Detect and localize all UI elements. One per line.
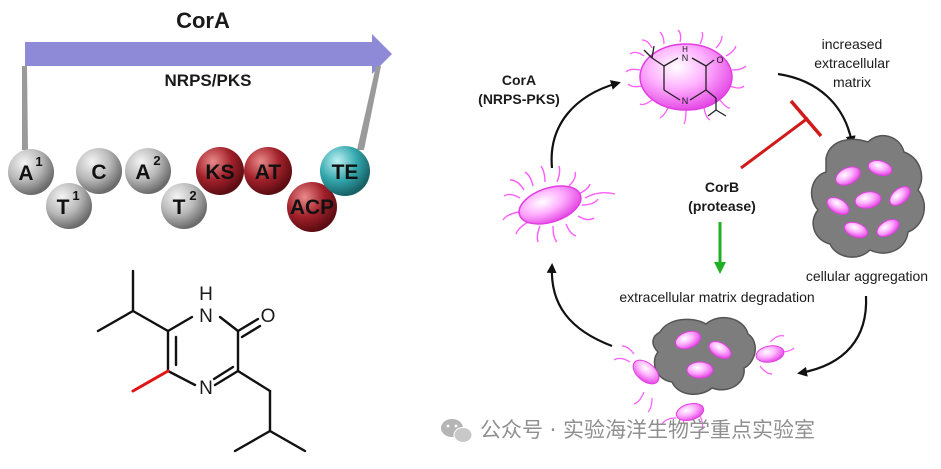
svg-text:H: H <box>682 45 688 54</box>
svg-text:KS: KS <box>205 161 234 184</box>
svg-text:C: C <box>91 161 106 184</box>
svg-text:1: 1 <box>35 154 42 169</box>
svg-text:2: 2 <box>189 188 196 203</box>
svg-text:A: A <box>135 161 150 184</box>
cora-label-line1: CorA <box>502 72 536 88</box>
matrix-label-line3: matrix <box>833 74 871 90</box>
molecule-cell: N H N O <box>625 29 747 125</box>
svg-text:AT: AT <box>255 161 282 184</box>
arrow-label: NRPS/PKS <box>165 71 252 90</box>
connector-right <box>357 66 381 150</box>
atom-h: H <box>199 284 213 305</box>
corb-label-line1: CorB <box>705 179 739 195</box>
svg-text:A: A <box>18 162 33 185</box>
svg-text:T: T <box>173 196 186 219</box>
svg-text:N: N <box>682 53 689 63</box>
domain-c: C <box>76 148 122 194</box>
domain-t1: T 1 <box>46 183 92 229</box>
module-title: CorA <box>176 8 230 33</box>
degradation-cells <box>613 316 795 431</box>
domain-te: TE <box>320 146 370 196</box>
cell-aggregate <box>810 134 926 258</box>
domain-ks: KS <box>196 147 244 195</box>
svg-text:2: 2 <box>153 153 160 168</box>
cora-label-line2: (NRPS-PKS) <box>478 91 560 107</box>
aggregation-label: cellular aggregation <box>806 268 928 284</box>
arrow-to-aggregation <box>777 72 856 146</box>
arrow-degradation-to-cell <box>546 263 613 348</box>
corb-label-line2: (protease) <box>688 198 756 214</box>
atom-o: O <box>261 306 276 327</box>
module-diagram: CorA NRPS/PKS T 1 T 2 ACP A 1 C <box>8 8 392 232</box>
matrix-label-line2: extracellular <box>814 55 890 71</box>
svg-text:ACP: ACP <box>290 196 334 219</box>
svg-text:1: 1 <box>72 188 79 203</box>
domain-acp: ACP <box>287 182 337 232</box>
regulation-cycle: CorA (NRPS-PKS) increased extracellular … <box>478 29 928 431</box>
matrix-label-line1: increased <box>822 36 883 52</box>
svg-text:TE: TE <box>332 161 359 184</box>
degradation-label: extracellular matrix degradation <box>619 289 814 305</box>
arrow-cora-to-molecule <box>550 80 621 169</box>
wechat-icon <box>441 419 473 443</box>
domain-t2: T 2 <box>161 183 207 229</box>
inhibition-bar <box>789 99 823 138</box>
domain-a1: A 1 <box>8 149 54 195</box>
watermark-text: 公众号 · 实验海洋生物学重点实验室 <box>480 418 815 442</box>
svg-text:N: N <box>682 96 689 106</box>
svg-text:O: O <box>716 55 723 65</box>
inhibition-line <box>740 116 809 170</box>
arrow-aggregation-to-degradation <box>797 295 868 377</box>
single-cell <box>502 165 616 243</box>
domain-a2: A 2 <box>125 148 171 194</box>
domain-at: AT <box>244 147 292 195</box>
svg-text:T: T <box>57 196 70 219</box>
nrps-pks-arrow <box>25 34 392 74</box>
watermark: 公众号 · 实验海洋生物学重点实验室 <box>441 418 815 443</box>
atom-nh: N <box>199 306 213 327</box>
corallorazine-structure <box>96 269 307 453</box>
atom-n: N <box>199 378 213 399</box>
connector-left <box>22 66 28 150</box>
